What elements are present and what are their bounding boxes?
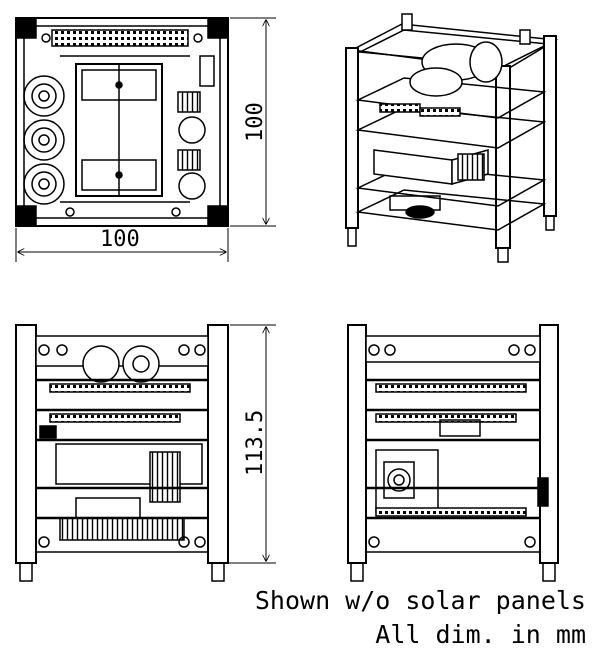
dimension-height-label: 100: [243, 102, 268, 142]
top-view: [15, 17, 229, 227]
front-view-dimensions: [228, 324, 276, 564]
isometric-view: [345, 13, 559, 263]
note-without-solar-panels: Shown w/o solar panels: [254, 586, 586, 615]
side-view: [347, 324, 559, 582]
dimension-width-label: 100: [100, 227, 140, 252]
front-view: [15, 324, 229, 582]
note-units-mm: All dim. in mm: [375, 620, 586, 649]
top-view-dimensions: [15, 17, 276, 262]
dimension-side-height-label: 113.5: [243, 410, 268, 476]
